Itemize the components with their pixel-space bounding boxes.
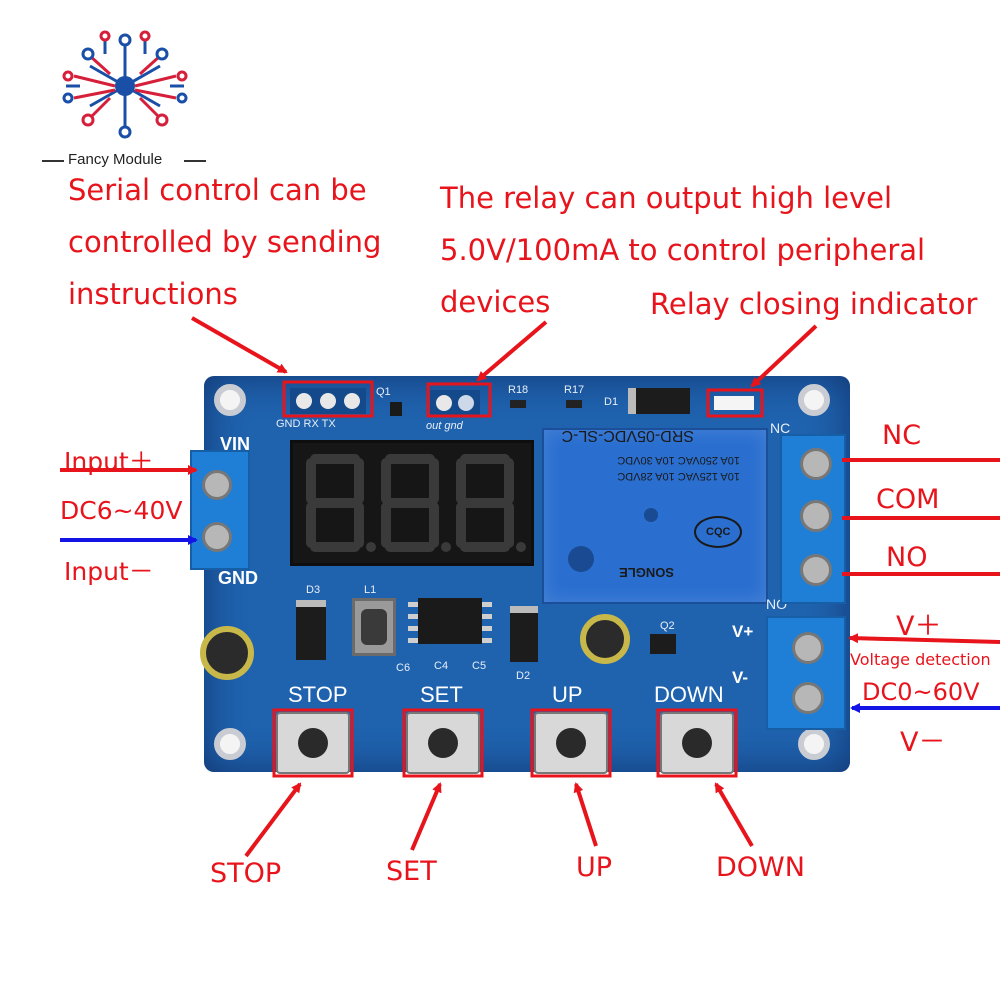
relay-annotation-line-2: 5.0V/100mA to control peripheral xyxy=(440,233,926,267)
input-plus-label: Input＋ xyxy=(64,447,154,476)
v-plus-label: V＋ xyxy=(896,611,942,642)
diode-d3 xyxy=(296,600,326,660)
serial-annotation-line-2: controlled by sending xyxy=(68,225,382,259)
serial-header-label: GND RX TX xyxy=(276,418,336,430)
capacitor xyxy=(580,614,630,664)
up-arrow xyxy=(573,782,598,847)
no-label: NO xyxy=(886,542,928,573)
diode-d1 xyxy=(628,388,690,414)
relay-rating-1: 10A 250VAC 10A 30VDC xyxy=(617,454,740,466)
stop-silk: STOP xyxy=(288,682,348,707)
l1-label: L1 xyxy=(364,584,377,596)
d2-label: D2 xyxy=(516,670,531,682)
up-callout: UP xyxy=(576,852,613,883)
c5-label: C5 xyxy=(472,660,487,672)
down-callout: DOWN xyxy=(716,852,805,883)
mounting-hole xyxy=(214,384,246,416)
r17-label: R17 xyxy=(564,384,585,396)
relay-terminal-block xyxy=(780,434,846,604)
relay: SRD-05VDC-SL-C 10A 250VAC 10A 30VDC 10A … xyxy=(542,427,768,604)
d3-label: D3 xyxy=(306,584,321,596)
relay-output-arrow xyxy=(476,320,548,382)
circuit-logo-icon xyxy=(62,30,188,139)
mounting-hole xyxy=(798,384,830,416)
seven-segment-display xyxy=(290,440,534,566)
out-header-label: out gnd xyxy=(426,420,463,432)
vin-silk: VIN xyxy=(220,434,251,454)
relay-screw xyxy=(644,508,658,522)
transistor-q2 xyxy=(650,634,676,654)
detect-range-label: DC0~60V xyxy=(862,678,980,706)
relay-annotation-line-3: devices xyxy=(440,285,551,319)
display-digits xyxy=(306,454,526,552)
q1-label: Q1 xyxy=(376,386,391,398)
c6-label: C6 xyxy=(396,662,411,674)
input-terminal-block xyxy=(190,450,250,570)
vminus-silk: V- xyxy=(732,668,749,687)
serial-annotation-line-1: Serial control can be xyxy=(68,173,367,207)
transistor-q1 xyxy=(390,402,402,416)
ic-chip xyxy=(408,598,492,644)
relay-screw xyxy=(568,546,594,572)
nc-silk: NC xyxy=(770,420,791,436)
resistor-r18 xyxy=(510,400,526,408)
up-button[interactable] xyxy=(534,712,608,774)
up-silk: UP xyxy=(552,682,583,707)
relay-rating-2: 10A 125VAC 10A 28VDC xyxy=(617,470,740,482)
down-silk: DOWN xyxy=(654,682,724,707)
relay-annotation-line-1: The relay can output high level xyxy=(440,181,893,215)
resistor-r17 xyxy=(566,400,582,408)
vplus-silk: V+ xyxy=(732,622,754,641)
nc-label: NC xyxy=(882,420,922,451)
out-header xyxy=(430,390,480,416)
c4-label: C4 xyxy=(434,660,449,672)
set-button[interactable] xyxy=(406,712,480,774)
diode-d2 xyxy=(510,606,538,662)
set-silk: SET xyxy=(420,682,463,707)
v-minus-label: V－ xyxy=(900,727,946,758)
gnd-silk: GND xyxy=(218,568,258,588)
stop-callout: STOP xyxy=(210,858,282,889)
inductor-l1 xyxy=(352,598,396,656)
serial-arrow xyxy=(191,316,288,374)
relay-brand: SONGLE xyxy=(619,565,674,580)
d1-label: D1 xyxy=(604,396,619,408)
brand-name: Fancy Module xyxy=(68,151,163,168)
relay-model: SRD-05VDC-SL-C xyxy=(561,427,694,444)
capacitor xyxy=(200,626,254,680)
indicator-annotation: Relay closing indicator xyxy=(650,287,978,321)
down-button[interactable] xyxy=(660,712,734,774)
input-minus-label: Input－ xyxy=(64,557,154,586)
q2-label: Q2 xyxy=(660,620,675,632)
cqc-mark: CQC xyxy=(694,516,742,548)
voltage-detection-label: Voltage detection xyxy=(850,650,991,669)
brand-line xyxy=(42,154,206,162)
serial-annotation-line-3: instructions xyxy=(68,277,238,311)
set-callout: SET xyxy=(386,856,437,887)
detection-terminal-block xyxy=(766,616,846,730)
r18-label: R18 xyxy=(508,384,529,396)
serial-header xyxy=(290,388,366,414)
stop-arrow xyxy=(244,782,302,858)
relay-indicator-led xyxy=(714,396,754,410)
input-voltage-range: DC6~40V xyxy=(60,496,183,525)
stop-button[interactable] xyxy=(276,712,350,774)
mounting-hole xyxy=(214,728,246,760)
com-label: COM xyxy=(876,484,940,515)
down-arrow xyxy=(714,782,754,848)
mounting-hole xyxy=(798,728,830,760)
set-arrow xyxy=(410,782,442,851)
